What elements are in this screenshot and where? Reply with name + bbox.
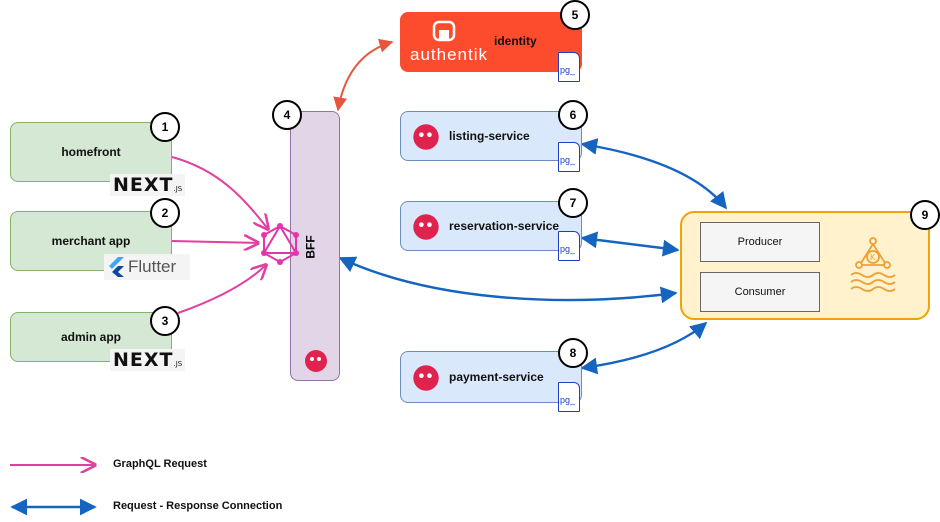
bff-box: BFF bbox=[290, 111, 340, 381]
graphql-arrow-merchant bbox=[171, 241, 258, 243]
link-reservation-kafka bbox=[580, 231, 680, 257]
badge-4: 4 bbox=[272, 100, 302, 130]
graphql-arrow-admin bbox=[177, 265, 266, 314]
nestjs-icon bbox=[413, 124, 439, 150]
postgres-icon: pg_ bbox=[558, 52, 580, 82]
badge-6: 6 bbox=[558, 100, 588, 130]
bff-label: BFF bbox=[303, 235, 318, 259]
client-label: merchant app bbox=[51, 234, 131, 248]
identity-label: identity bbox=[494, 34, 537, 48]
svg-text:K: K bbox=[870, 253, 876, 262]
graphql-arrow-homefront bbox=[171, 156, 268, 229]
flutter-logo: Flutter bbox=[104, 254, 190, 280]
badge-8: 8 bbox=[558, 338, 588, 368]
legend-reqres-label: Request - Response Connection bbox=[113, 500, 283, 512]
producer-box: Producer bbox=[700, 222, 820, 262]
service-label: listing-service bbox=[449, 129, 530, 143]
service-reservation: reservation-service bbox=[400, 201, 582, 251]
link-payment-kafka bbox=[580, 321, 708, 375]
nextjs-logo: NEXT.JS bbox=[110, 349, 186, 371]
link-bff-kafka bbox=[338, 256, 678, 304]
graphql-icon bbox=[261, 223, 299, 265]
service-label: reservation-service bbox=[449, 219, 560, 233]
nestjs-icon bbox=[413, 214, 439, 240]
nestjs-icon bbox=[305, 350, 327, 372]
reqres-links bbox=[338, 138, 728, 375]
badge-3: 3 bbox=[150, 306, 180, 336]
nestjs-icon bbox=[413, 365, 439, 391]
badge-7: 7 bbox=[558, 188, 588, 218]
client-label: homefront bbox=[61, 145, 121, 159]
postgres-icon: pg_ bbox=[558, 382, 580, 412]
postgres-icon: pg_ bbox=[558, 231, 580, 261]
link-listing-kafka bbox=[580, 138, 728, 210]
client-label: admin app bbox=[60, 330, 121, 344]
badge-5: 5 bbox=[560, 0, 590, 30]
identity-link bbox=[333, 38, 394, 112]
kafka-icon: K bbox=[850, 237, 896, 292]
kafka-box: Producer Consumer K bbox=[680, 211, 930, 320]
service-listing: listing-service bbox=[400, 111, 582, 161]
service-payment: payment-service bbox=[400, 351, 582, 403]
legend-graphql-label: GraphQL Request bbox=[113, 458, 207, 470]
authentik-brand: authentik bbox=[410, 45, 488, 64]
badge-9: 9 bbox=[910, 200, 940, 230]
badge-2: 2 bbox=[150, 198, 180, 228]
client-homefront: homefront bbox=[10, 122, 172, 182]
nextjs-logo: NEXT.JS bbox=[110, 174, 186, 196]
service-label: payment-service bbox=[449, 370, 544, 384]
badge-1: 1 bbox=[150, 112, 180, 142]
flutter-icon bbox=[109, 257, 124, 277]
identity-box: authentik identity bbox=[400, 12, 582, 72]
graphql-arrows bbox=[171, 156, 268, 314]
postgres-icon: pg_ bbox=[558, 142, 580, 172]
consumer-box: Consumer bbox=[700, 272, 820, 312]
authentik-icon bbox=[432, 20, 456, 42]
